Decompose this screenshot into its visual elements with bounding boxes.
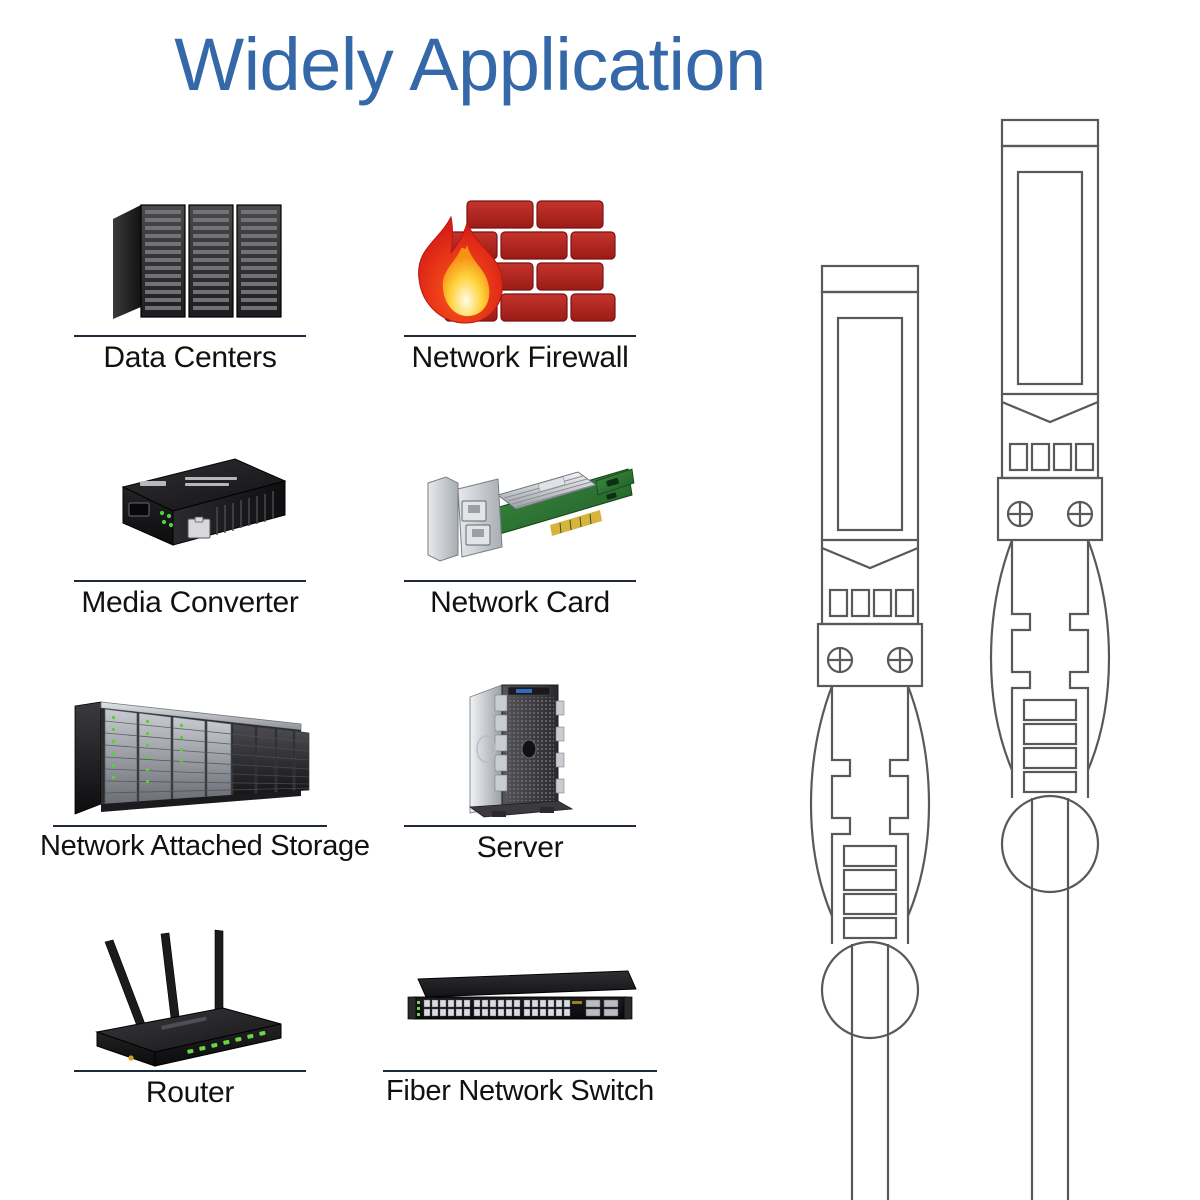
divider xyxy=(74,580,306,582)
connector-left xyxy=(809,264,931,1200)
app-label: Fiber Network Switch xyxy=(386,1075,654,1107)
divider xyxy=(404,335,636,337)
app-label: Network Card xyxy=(430,586,610,619)
app-item-fiber-switch[interactable]: Fiber Network Switch xyxy=(370,920,670,1108)
application-grid: Data Centers xyxy=(20,185,760,1145)
app-label: Data Centers xyxy=(103,341,277,374)
divider xyxy=(74,335,306,337)
app-label: Server xyxy=(476,831,564,864)
wifi-router-icon xyxy=(40,920,340,1070)
divider xyxy=(404,825,636,827)
app-label: Network Firewall xyxy=(411,341,629,374)
app-item-nas[interactable]: Network Attached Storage xyxy=(40,675,370,863)
media-converter-icon xyxy=(40,430,340,580)
app-label: Network Attached Storage xyxy=(40,830,370,862)
app-label: Media Converter xyxy=(81,586,299,619)
app-item-network-card[interactable]: Network Card xyxy=(370,430,670,619)
divider xyxy=(53,825,327,827)
rack-switch-icon xyxy=(370,920,670,1070)
app-item-router[interactable]: Router xyxy=(40,920,340,1109)
app-item-network-firewall[interactable]: Network Firewall xyxy=(370,185,670,374)
connector-right xyxy=(989,118,1111,1200)
app-label: Router xyxy=(145,1076,235,1109)
app-item-server[interactable]: Server xyxy=(370,675,670,864)
network-card-icon xyxy=(370,430,670,580)
firewall-brick-icon xyxy=(370,185,670,335)
divider xyxy=(383,1070,657,1072)
tower-server-icon xyxy=(370,675,670,825)
product-illustration-sfp-cables xyxy=(760,0,1200,1200)
nas-array-icon xyxy=(40,675,340,825)
page-title: Widely Application xyxy=(174,23,766,106)
divider xyxy=(404,580,636,582)
app-item-data-centers[interactable]: Data Centers xyxy=(40,185,340,374)
server-rack-icon xyxy=(40,185,340,335)
app-item-media-converter[interactable]: Media Converter xyxy=(40,430,340,619)
divider xyxy=(74,1070,306,1072)
